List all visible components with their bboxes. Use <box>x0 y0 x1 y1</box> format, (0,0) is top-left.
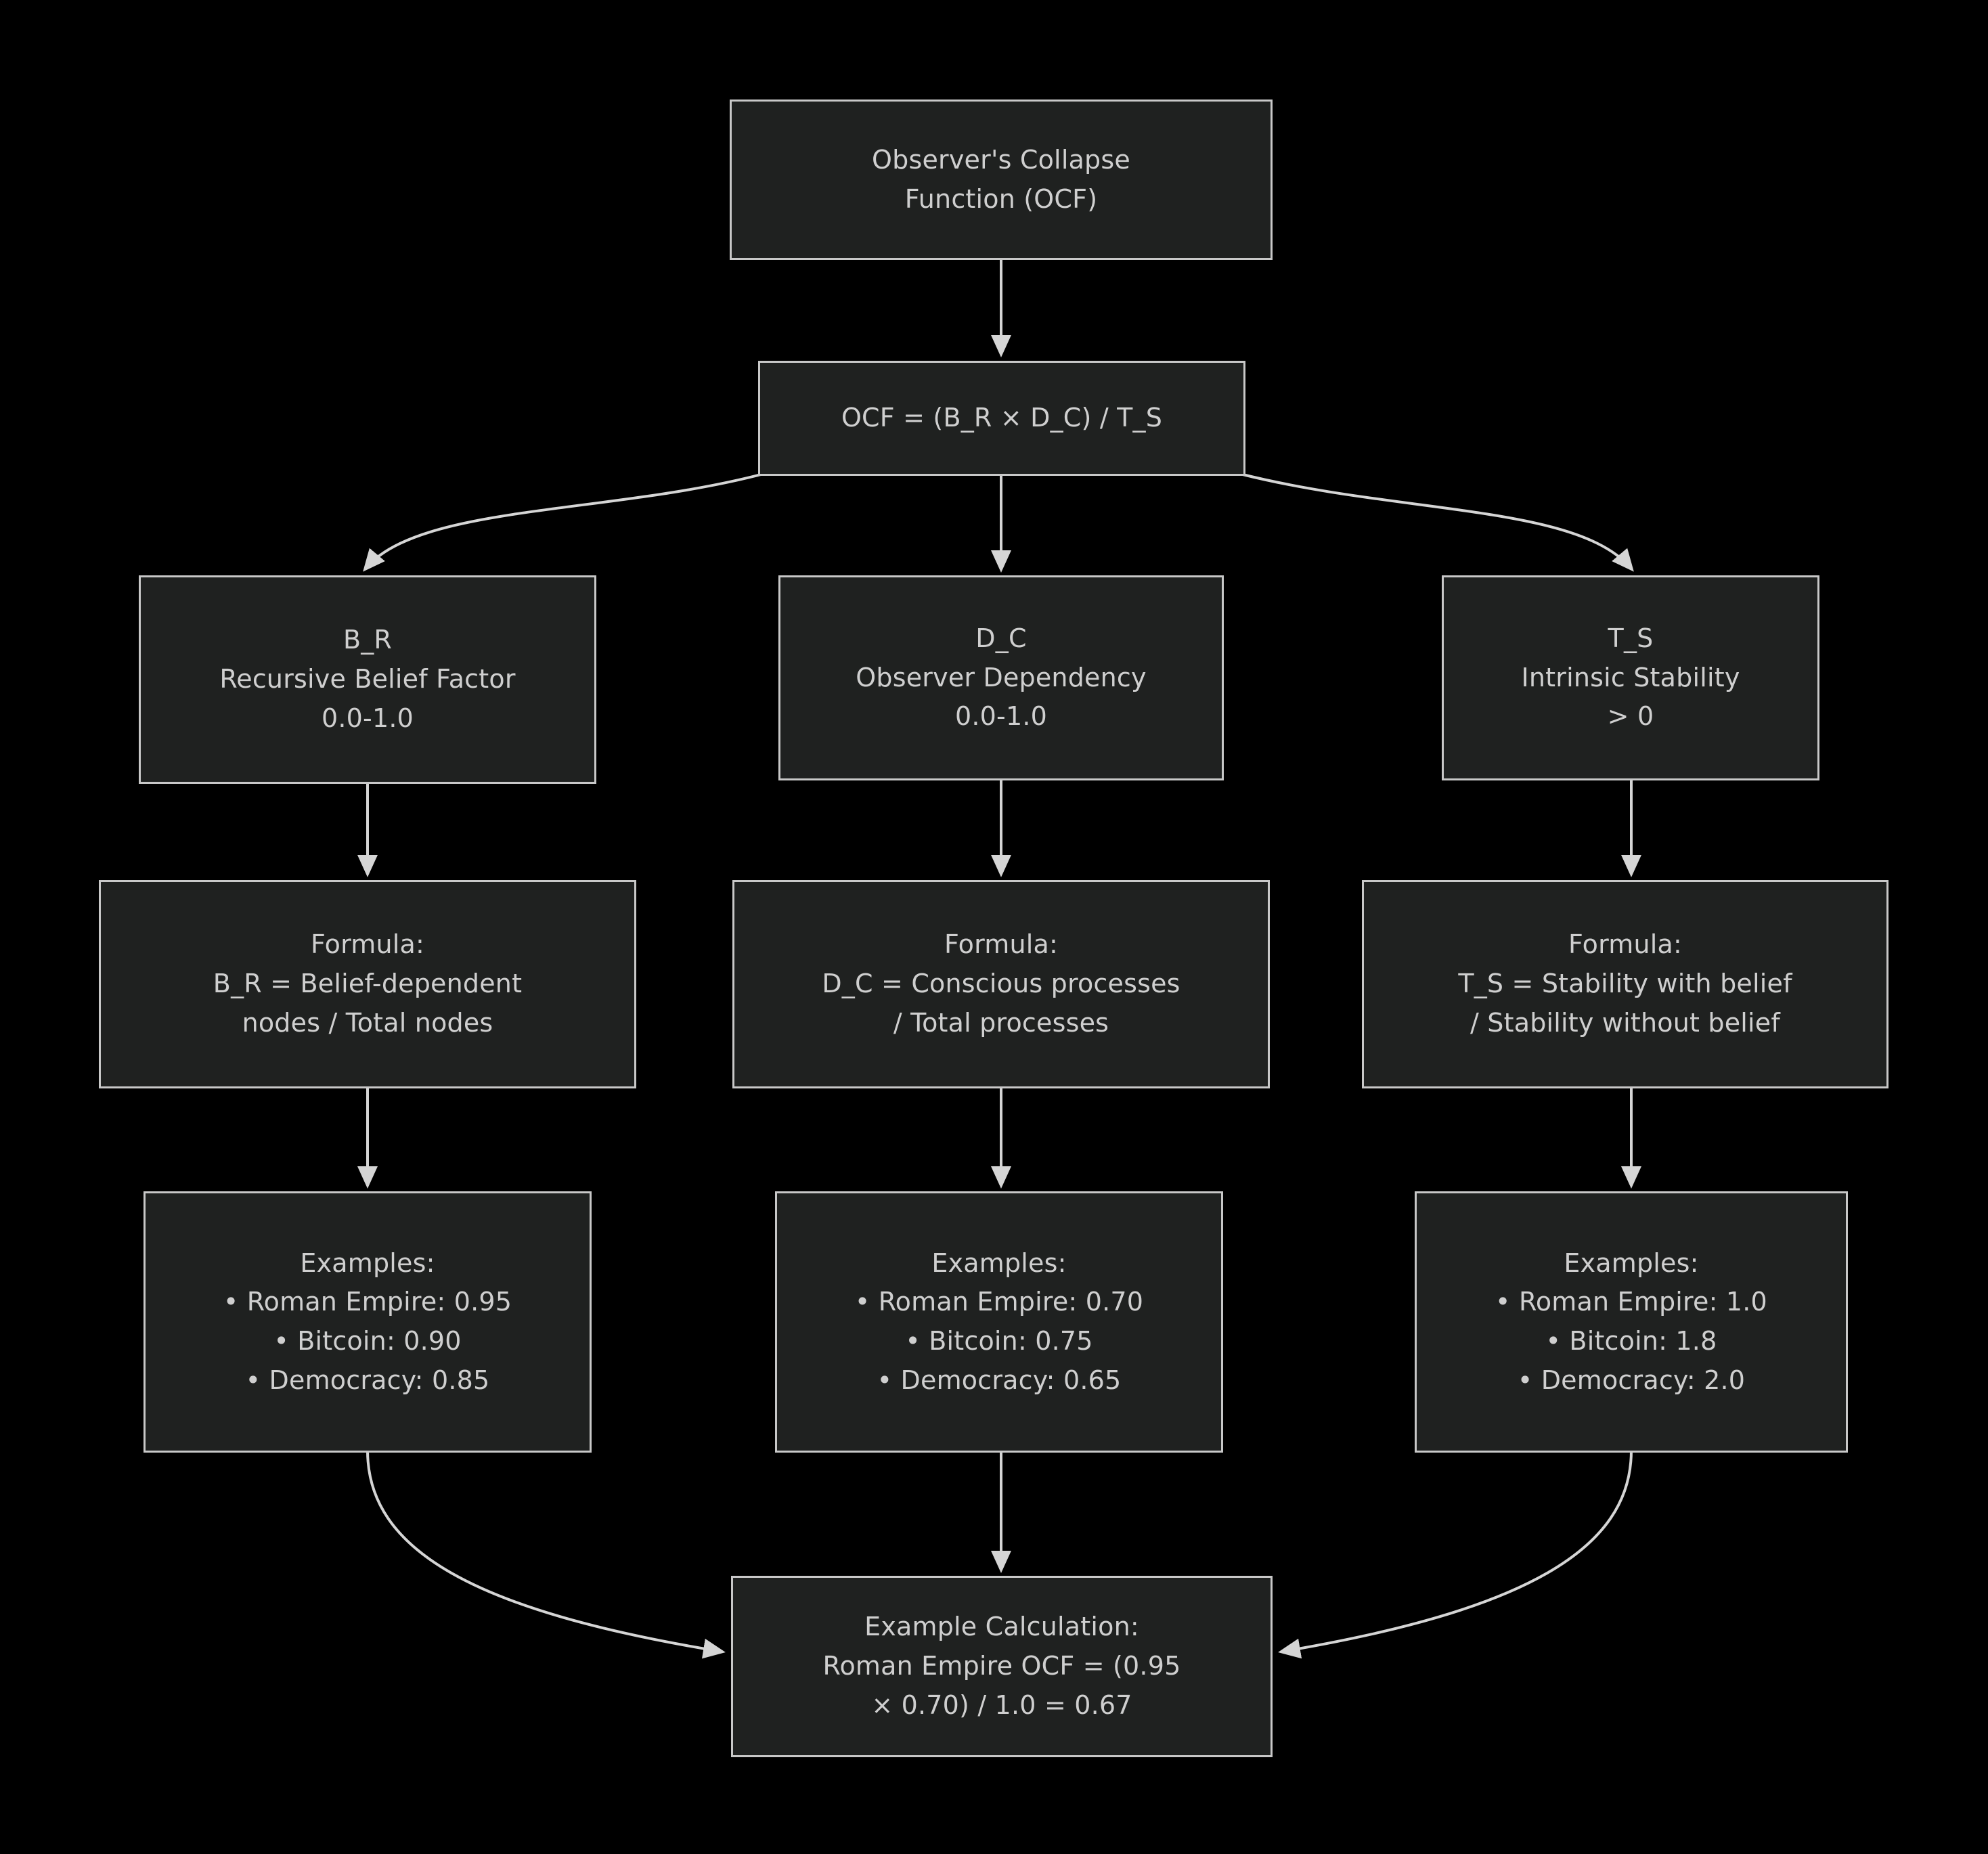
node-br-formula-line-2: B_R = Belief-dependent <box>213 969 523 999</box>
node-dc-examples-line-3: • Bitcoin: 0.75 <box>905 1326 1093 1356</box>
node-br-examples-line-4: • Democracy: 0.85 <box>245 1365 490 1395</box>
node-br-line-3: 0.0-1.0 <box>322 703 414 733</box>
node-dc-formula-line-1: Formula: <box>944 929 1059 960</box>
node-ts-examples-line-1: Examples: <box>1564 1248 1699 1278</box>
node-ts-formula-line-2: T_S = Stability with belief <box>1458 969 1792 999</box>
node-dc-formula-line-3: / Total processes <box>893 1007 1109 1038</box>
node-dc-examples-line-4: • Democracy: 0.65 <box>877 1365 1122 1395</box>
node-equation-line-1: OCF = (B_R × D_C) / T_S <box>841 403 1163 433</box>
node-ts-examples-line-3: • Bitcoin: 1.8 <box>1545 1326 1717 1356</box>
node-br-recursive-belief-factor[interactable]: B_R Recursive Belief Factor 0.0-1.0 <box>139 575 596 784</box>
node-ts-formula-line-3: / Stability without belief <box>1470 1007 1780 1038</box>
node-ts-formula[interactable]: Formula: T_S = Stability with belief / S… <box>1362 880 1888 1088</box>
node-br-line-2: Recursive Belief Factor <box>219 664 516 694</box>
node-br-line-1: B_R <box>343 625 393 655</box>
node-dc-line-2: Observer Dependency <box>856 662 1147 692</box>
node-br-formula-line-1: Formula: <box>310 929 425 960</box>
node-ts-examples[interactable]: Examples: • Roman Empire: 1.0 • Bitcoin:… <box>1415 1191 1848 1453</box>
node-dc-examples-line-2: • Roman Empire: 0.70 <box>854 1287 1144 1317</box>
node-ts-line-1: T_S <box>1608 623 1654 653</box>
node-example-calculation[interactable]: Example Calculation: Roman Empire OCF = … <box>731 1576 1273 1757</box>
node-br-examples-line-2: • Roman Empire: 0.95 <box>223 1287 512 1317</box>
node-ts-examples-line-2: • Roman Empire: 1.0 <box>1495 1287 1767 1317</box>
node-br-examples-line-3: • Bitcoin: 0.90 <box>273 1326 462 1356</box>
node-dc-formula-line-2: D_C = Conscious processes <box>822 969 1180 999</box>
node-root-line-1: Observer's Collapse <box>872 144 1130 175</box>
node-calculation-line-3: × 0.70) / 1.0 = 0.67 <box>871 1690 1132 1720</box>
node-ts-intrinsic-stability[interactable]: T_S Intrinsic Stability > 0 <box>1442 575 1819 780</box>
node-observers-collapse-function[interactable]: Observer's Collapse Function (OCF) <box>730 100 1273 260</box>
node-ts-line-3: > 0 <box>1607 701 1654 732</box>
node-br-examples[interactable]: Examples: • Roman Empire: 0.95 • Bitcoin… <box>143 1191 592 1453</box>
node-ts-examples-line-4: • Democracy: 2.0 <box>1517 1365 1746 1395</box>
node-dc-line-3: 0.0-1.0 <box>955 701 1047 732</box>
edge-brexamples-to-calculation <box>366 1450 726 1659</box>
edge-equation-to-br <box>363 472 764 572</box>
node-root-line-2: Function (OCF) <box>904 183 1098 214</box>
node-calculation-line-1: Example Calculation: <box>864 1612 1139 1642</box>
node-calculation-line-2: Roman Empire OCF = (0.95 <box>822 1651 1181 1681</box>
node-ts-formula-line-1: Formula: <box>1568 929 1683 960</box>
node-dc-observer-dependency[interactable]: D_C Observer Dependency 0.0-1.0 <box>778 575 1224 780</box>
node-br-formula-line-3: nodes / Total nodes <box>242 1007 493 1038</box>
node-dc-examples-line-1: Examples: <box>931 1248 1067 1278</box>
edge-equation-to-ts <box>1239 472 1634 572</box>
node-dc-line-1: D_C <box>975 623 1027 653</box>
edge-tsexamples-to-calculation <box>1278 1450 1633 1659</box>
node-ts-line-2: Intrinsic Stability <box>1521 662 1740 692</box>
node-dc-examples[interactable]: Examples: • Roman Empire: 0.70 • Bitcoin… <box>775 1191 1223 1453</box>
node-ocf-equation[interactable]: OCF = (B_R × D_C) / T_S <box>758 361 1245 476</box>
node-dc-formula[interactable]: Formula: D_C = Conscious processes / Tot… <box>732 880 1270 1088</box>
node-br-examples-line-1: Examples: <box>300 1248 435 1278</box>
node-br-formula[interactable]: Formula: B_R = Belief-dependent nodes / … <box>99 880 636 1088</box>
